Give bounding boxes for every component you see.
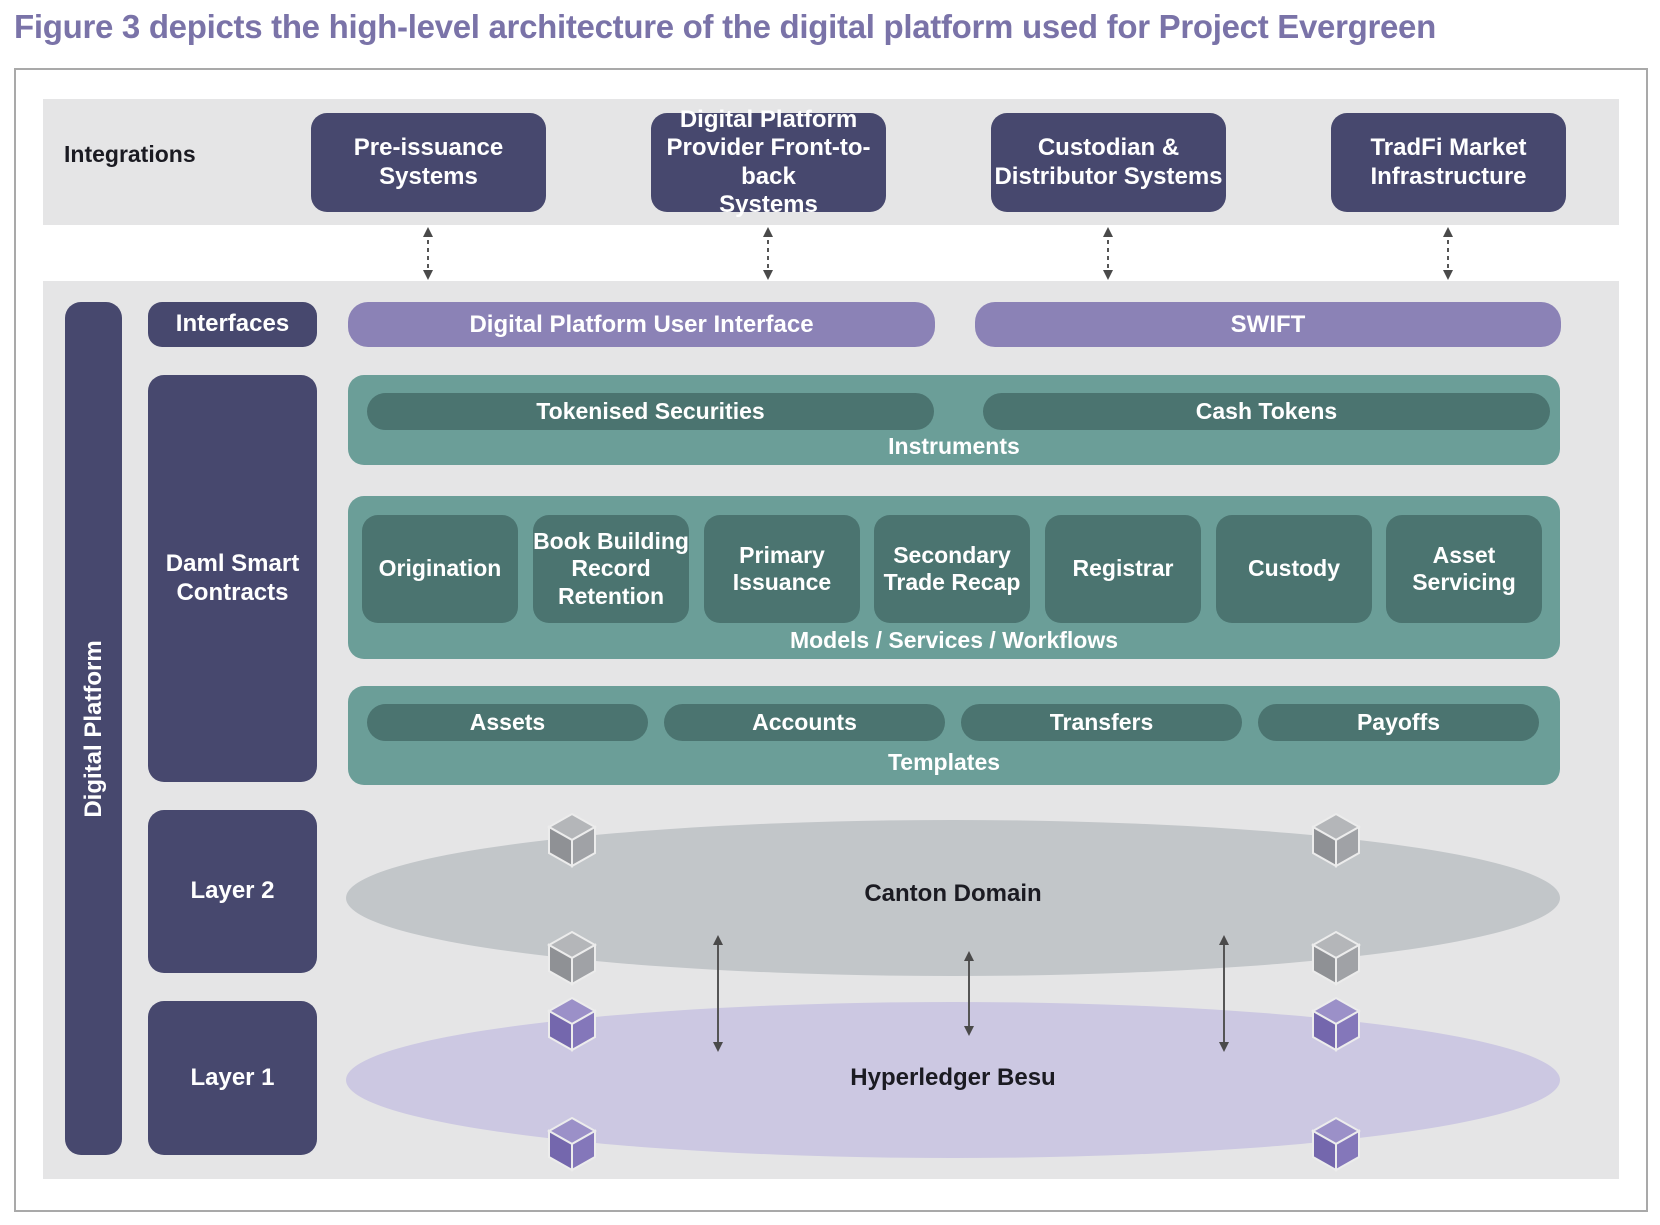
figure-caption: Figure 3 depicts the high-level architec… xyxy=(14,8,1436,45)
integration-connectors xyxy=(423,227,1453,280)
layer-arrows xyxy=(713,935,1229,1052)
hyperledger-besu-label: Hyperledger Besu xyxy=(850,1064,1056,1091)
integrations-label: Integrations xyxy=(64,141,196,167)
canton-domain-ellipse xyxy=(346,820,1560,976)
template-assets: Assets xyxy=(367,704,648,741)
canton-domain-label: Canton Domain xyxy=(864,880,1042,907)
instrument-cash-tokens: Cash Tokens xyxy=(983,393,1550,430)
templates-label: Templates xyxy=(887,749,1001,775)
template-payoffs: Payoffs xyxy=(1258,704,1539,741)
models-services-workflows-label: Models / Services / Workflows xyxy=(789,627,1119,653)
model-registrar: Registrar xyxy=(1045,515,1201,623)
integration-custodian-distributor-systems: Custodian &Distributor Systems xyxy=(991,113,1226,212)
model-origination: Origination xyxy=(362,515,518,623)
layer-1-label: Layer 1 xyxy=(148,1001,317,1155)
interfaces-label: Interfaces xyxy=(148,302,317,347)
layer-2-label: Layer 2 xyxy=(148,810,317,973)
template-transfers: Transfers xyxy=(961,704,1242,741)
model-custody: Custody xyxy=(1216,515,1372,623)
instrument-tokenised-securities: Tokenised Securities xyxy=(367,393,934,430)
instruments-label: Instruments xyxy=(888,433,1020,459)
swift-interface: SWIFT xyxy=(975,302,1561,347)
template-accounts: Accounts xyxy=(664,704,945,741)
digital-platform-user-interface: Digital Platform User Interface xyxy=(348,302,935,347)
hyperledger-besu-ellipse xyxy=(346,1002,1560,1158)
digital-platform-bar: Digital Platform xyxy=(65,302,122,1155)
